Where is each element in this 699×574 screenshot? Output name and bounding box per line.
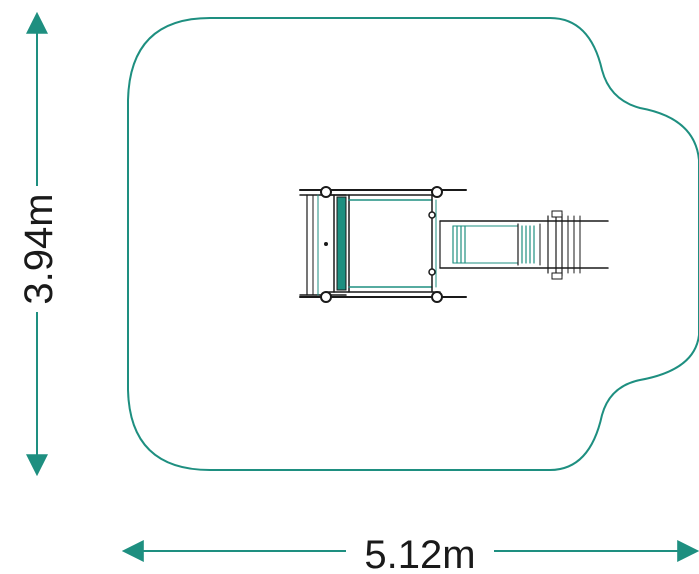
height-label: 3.94m: [17, 193, 61, 304]
posts: [320, 186, 443, 303]
width-label: 5.12m: [364, 533, 475, 574]
slide: [439, 210, 609, 280]
safety-zone-outline: [127, 17, 699, 471]
height-dimension: 3.94m: [17, 11, 61, 477]
play-structure: [299, 186, 609, 303]
width-dimension: 5.12m: [121, 533, 699, 574]
